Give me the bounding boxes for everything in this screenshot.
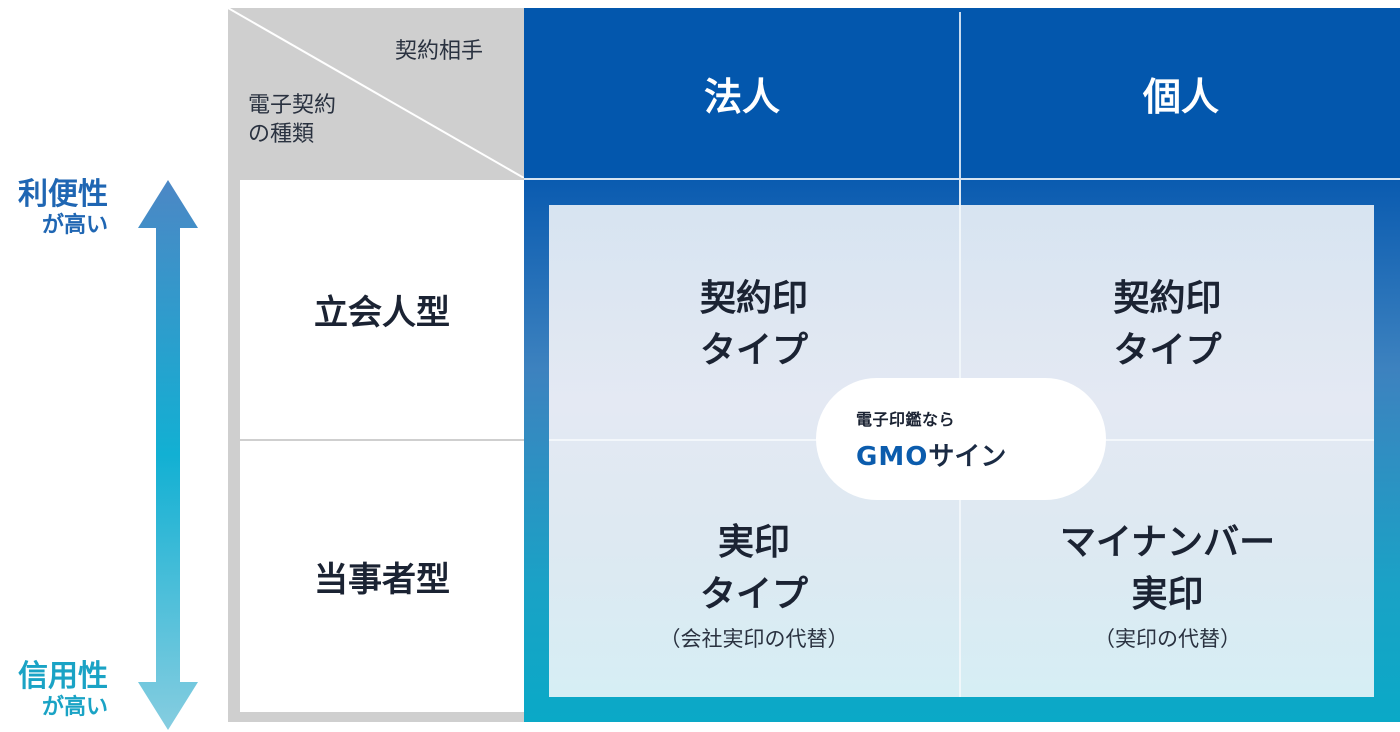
row-label: 立会人型 [314,293,450,333]
cell-note: （会社実印の代替） [659,627,849,652]
cell-main: 実印 タイプ [699,521,808,615]
axis-bottom-main: 信用性 [18,659,108,694]
column-header-corporation: 法人 [524,8,960,178]
cell-witness-individual: 契約印 タイプ [961,260,1374,390]
cell-main: マイナンバー 実印 [1059,521,1276,615]
axis-label-convenience: 利便性 が高い [0,177,108,238]
double-arrow-icon [138,180,198,730]
axis-label-trust: 信用性 が高い [0,659,108,720]
row-label: 当事者型 [314,560,450,600]
corner-column-axis-label: 契約相手 [395,39,484,64]
column-label: 個人 [1142,74,1219,119]
header-bottom-divider [524,178,1400,180]
corner-row-axis-label: 電子契約 の種類 [248,92,336,149]
axis-top-main: 利便性 [18,177,108,212]
column-header-bar [524,8,1400,178]
corner-row-axis-line1: 電子契約 [248,93,337,118]
axis-bottom-sub: が高い [41,694,108,720]
cell-party-individual: マイナンバー 実印 （実印の代替） [961,505,1374,665]
logo-sign-text: サイン [928,441,1007,472]
logo-gmo-text: GMO [856,441,929,472]
cell-main: 契約印 タイプ [1113,277,1222,371]
row-header-witness-type: 立会人型 [240,180,524,439]
cell-note: （実印の代替） [1094,627,1241,652]
axis-top-sub: が高い [41,212,108,238]
gmo-sign-logo: GMOサイン [856,436,1106,473]
row-header-party-type: 当事者型 [240,441,524,712]
cell-witness-corporation: 契約印 タイプ [549,260,959,390]
column-label: 法人 [703,74,780,119]
column-header-individual: 個人 [962,8,1400,178]
corner-diagonal-line [228,8,524,178]
badge-tagline: 電子印鑑なら [856,409,956,429]
gmo-sign-badge: 電子印鑑なら GMOサイン [816,378,1106,500]
corner-row-axis-line2: の種類 [248,121,315,147]
header-divider [959,12,961,178]
cell-party-corporation: 実印 タイプ （会社実印の代替） [549,505,959,665]
cell-main: 契約印 タイプ [699,277,808,371]
